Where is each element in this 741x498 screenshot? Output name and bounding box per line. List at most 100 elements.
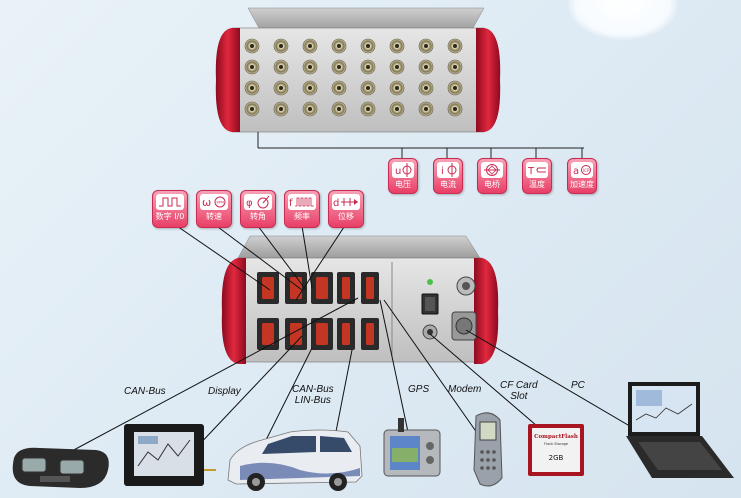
signal-displacement: d 位移 [328,190,364,228]
dsub-socket [316,277,328,299]
dsub-socket [366,277,374,299]
bnc-pin [250,107,254,111]
device-label-display: Display [208,386,241,397]
svg-text:f: f [289,198,293,209]
signal-frequency: f 频率 [284,190,320,228]
bnc-pin [395,86,399,90]
cf-card-brand: CompactFlash [534,434,578,440]
sensor-bridge: 电桥 [477,158,507,194]
bnc-pin [337,86,341,90]
device-label-modem: Modem [448,384,482,395]
bnc-pin [308,65,312,69]
cf-card-sub: Flash Storage [544,442,568,446]
signal-digital-io-label: 数字 I/0 [155,212,185,221]
bnc-pin [424,44,428,48]
bnc-pin [250,44,254,48]
speed-icon: ω RPM [200,194,228,210]
sensor-bridge-label: 电桥 [484,180,500,189]
bnc-pin [453,65,457,69]
bottom-interface-module [221,235,499,364]
cf-card-device: CompactFlash Flash Storage 2GB [528,424,584,476]
bnc-pin [337,65,341,69]
display-device [124,424,216,486]
bnc-pin [424,86,428,90]
sensor-temperature: T 温度 [522,158,552,194]
voltage-icon: u [392,162,414,178]
gps-device [383,418,441,477]
angle-icon: φ [244,194,272,210]
svg-text:ω: ω [202,196,211,209]
bnc-pin [366,65,370,69]
pc-laptop-device [626,382,734,478]
bnc-pin [366,44,370,48]
bnc-connector-grid [244,38,463,117]
sensor-voltage: u 电压 [388,158,418,194]
svg-text:ICP: ICP [583,168,590,173]
bnc-pin [453,107,457,111]
bnc-pin [453,44,457,48]
bnc-pin [250,86,254,90]
device-label-pc: PC [571,380,585,391]
status-led [427,279,433,285]
displacement-icon: d [332,194,360,210]
bnc-pin [395,44,399,48]
bnc-pin [308,86,312,90]
svg-text:T: T [527,166,535,177]
top-bus-wiring [257,132,584,158]
dsub-socket [290,277,302,299]
svg-text:a: a [573,166,579,177]
cf-card-capacity: 2GB [549,454,564,462]
sensor-current: i 电流 [433,158,463,194]
bnc-pin [424,107,428,111]
bnc-pin [279,86,283,90]
dsub-socket [262,277,274,299]
svg-text:d: d [333,198,339,209]
svg-text:u: u [395,166,401,177]
top-measurement-module [215,7,501,133]
device-label-gps: GPS [408,384,430,395]
device-wiring [69,297,641,453]
sensor-current-label: 电流 [440,180,456,189]
bnc-pin [308,107,312,111]
temperature-icon: T [526,162,548,178]
bnc-pin [308,44,312,48]
svg-text:φ: φ [246,198,253,209]
signal-angle: φ 转角 [240,190,276,228]
bnc-pin [453,86,457,90]
sensor-voltage-label: 电压 [395,180,411,189]
current-icon: i [437,162,459,178]
dsub-socket [262,323,274,345]
device-label-can-lin: CAN-Bus LIN-Bus [292,384,334,406]
bnc-pin [279,65,283,69]
bnc-pin [366,86,370,90]
dsub-socket [316,323,328,345]
bnc-pin [395,107,399,111]
signal-angle-label: 转角 [250,212,266,221]
svg-text:RPM: RPM [217,201,225,205]
can-bus-module-device [12,447,109,488]
sensor-temperature-label: 温度 [529,180,545,189]
bnc-pin [337,107,341,111]
svg-text:i: i [441,166,444,177]
device-label-cf-card: CF Card Slot [500,380,538,402]
signal-wiring [173,223,347,301]
dsub-socket [342,323,350,345]
bnc-pin [366,107,370,111]
bnc-pin [424,65,428,69]
digital-io-icon [156,194,184,210]
signal-frequency-label: 频率 [294,212,310,221]
bnc-pin [250,65,254,69]
device-label-can-bus: CAN-Bus [124,386,166,397]
dsub-connector-grid [257,272,379,350]
dsub-socket [342,277,350,299]
frequency-icon: f [288,194,316,210]
bnc-pin [395,65,399,69]
signal-digital-io: 数字 I/0 [152,190,188,228]
bridge-icon [481,162,503,178]
bnc-pin [279,107,283,111]
dsub-socket [366,323,374,345]
bnc-pin [337,44,341,48]
